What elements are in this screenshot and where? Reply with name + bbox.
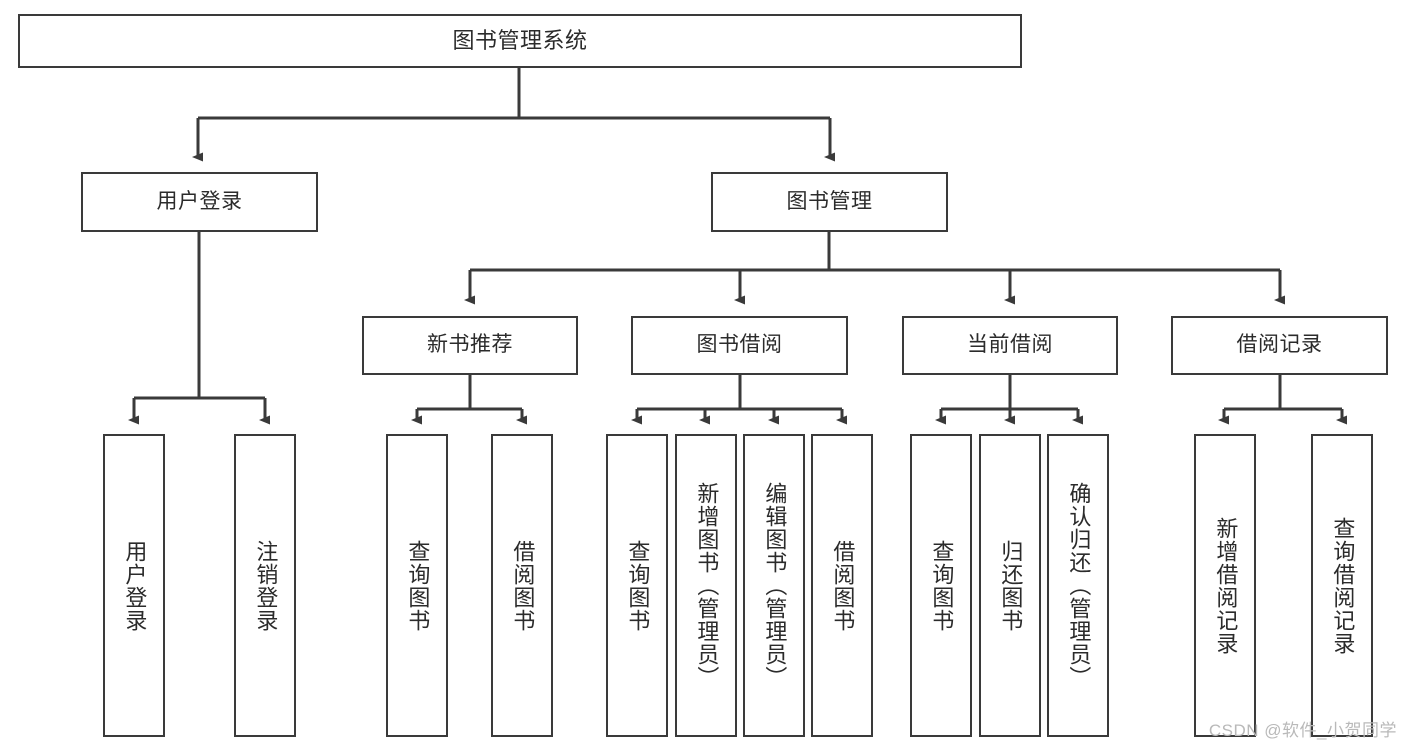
watermark-credit: CSDN @软件_小贺同学 [1208,721,1397,740]
node-book-borrow-label: 图书借阅 [696,333,783,357]
leaf-current-borrow-confirm-label: 确认归还（管理员） [1066,482,1092,689]
node-user-login[interactable]: 用户登录 [81,172,318,232]
leaf-new-book-query-label: 查询图书 [405,539,431,632]
node-borrow-record-label: 借阅记录 [1236,333,1323,357]
leaf-current-borrow-return-label: 归还图书 [998,539,1024,632]
leaf-book-borrow-query-label: 查询图书 [625,539,651,632]
leaf-book-borrow-edit[interactable]: 编辑图书（管理员） [743,434,805,737]
leaf-current-borrow-return[interactable]: 归还图书 [979,434,1041,737]
leaf-borrow-record-query[interactable]: 查询借阅记录 [1311,434,1373,737]
leaf-borrow-record-query-label: 查询借阅记录 [1330,516,1356,655]
leaf-current-borrow-query[interactable]: 查询图书 [910,434,972,737]
leaf-user-login-signout-label: 注销登录 [253,539,279,632]
node-user-login-label: 用户登录 [156,189,243,213]
leaf-borrow-record-add[interactable]: 新增借阅记录 [1194,434,1256,737]
leaf-new-book-borrow-label: 借阅图书 [510,539,536,632]
leaf-user-login-signout[interactable]: 注销登录 [234,434,296,737]
leaf-borrow-record-add-label: 新增借阅记录 [1213,516,1239,655]
leaf-book-borrow-query[interactable]: 查询图书 [606,434,668,737]
node-root-system[interactable]: 图书管理系统 [18,14,1022,68]
node-current-borrow-label: 当前借阅 [967,333,1053,357]
node-root-system-label: 图书管理系统 [452,28,588,54]
node-new-book-recommend-label: 新书推荐 [427,333,513,357]
node-new-book-recommend[interactable]: 新书推荐 [362,316,578,375]
leaf-current-borrow-query-label: 查询图书 [929,539,955,632]
node-current-borrow[interactable]: 当前借阅 [902,316,1118,375]
leaf-user-login-signin[interactable]: 用户登录 [103,434,165,737]
leaf-new-book-borrow[interactable]: 借阅图书 [491,434,553,737]
leaf-book-borrow-edit-label: 编辑图书（管理员） [762,482,788,689]
leaf-user-login-signin-label: 用户登录 [122,539,148,632]
leaf-new-book-query[interactable]: 查询图书 [386,434,448,737]
node-borrow-record[interactable]: 借阅记录 [1171,316,1388,375]
leaf-current-borrow-confirm[interactable]: 确认归还（管理员） [1047,434,1109,737]
leaf-book-borrow-lend-label: 借阅图书 [830,539,856,632]
node-book-management[interactable]: 图书管理 [711,172,948,232]
node-book-borrow[interactable]: 图书借阅 [631,316,848,375]
node-book-management-label: 图书管理 [786,189,873,213]
leaf-book-borrow-add-label: 新增图书（管理员） [694,482,720,689]
leaf-book-borrow-add[interactable]: 新增图书（管理员） [675,434,737,737]
leaf-book-borrow-lend[interactable]: 借阅图书 [811,434,873,737]
